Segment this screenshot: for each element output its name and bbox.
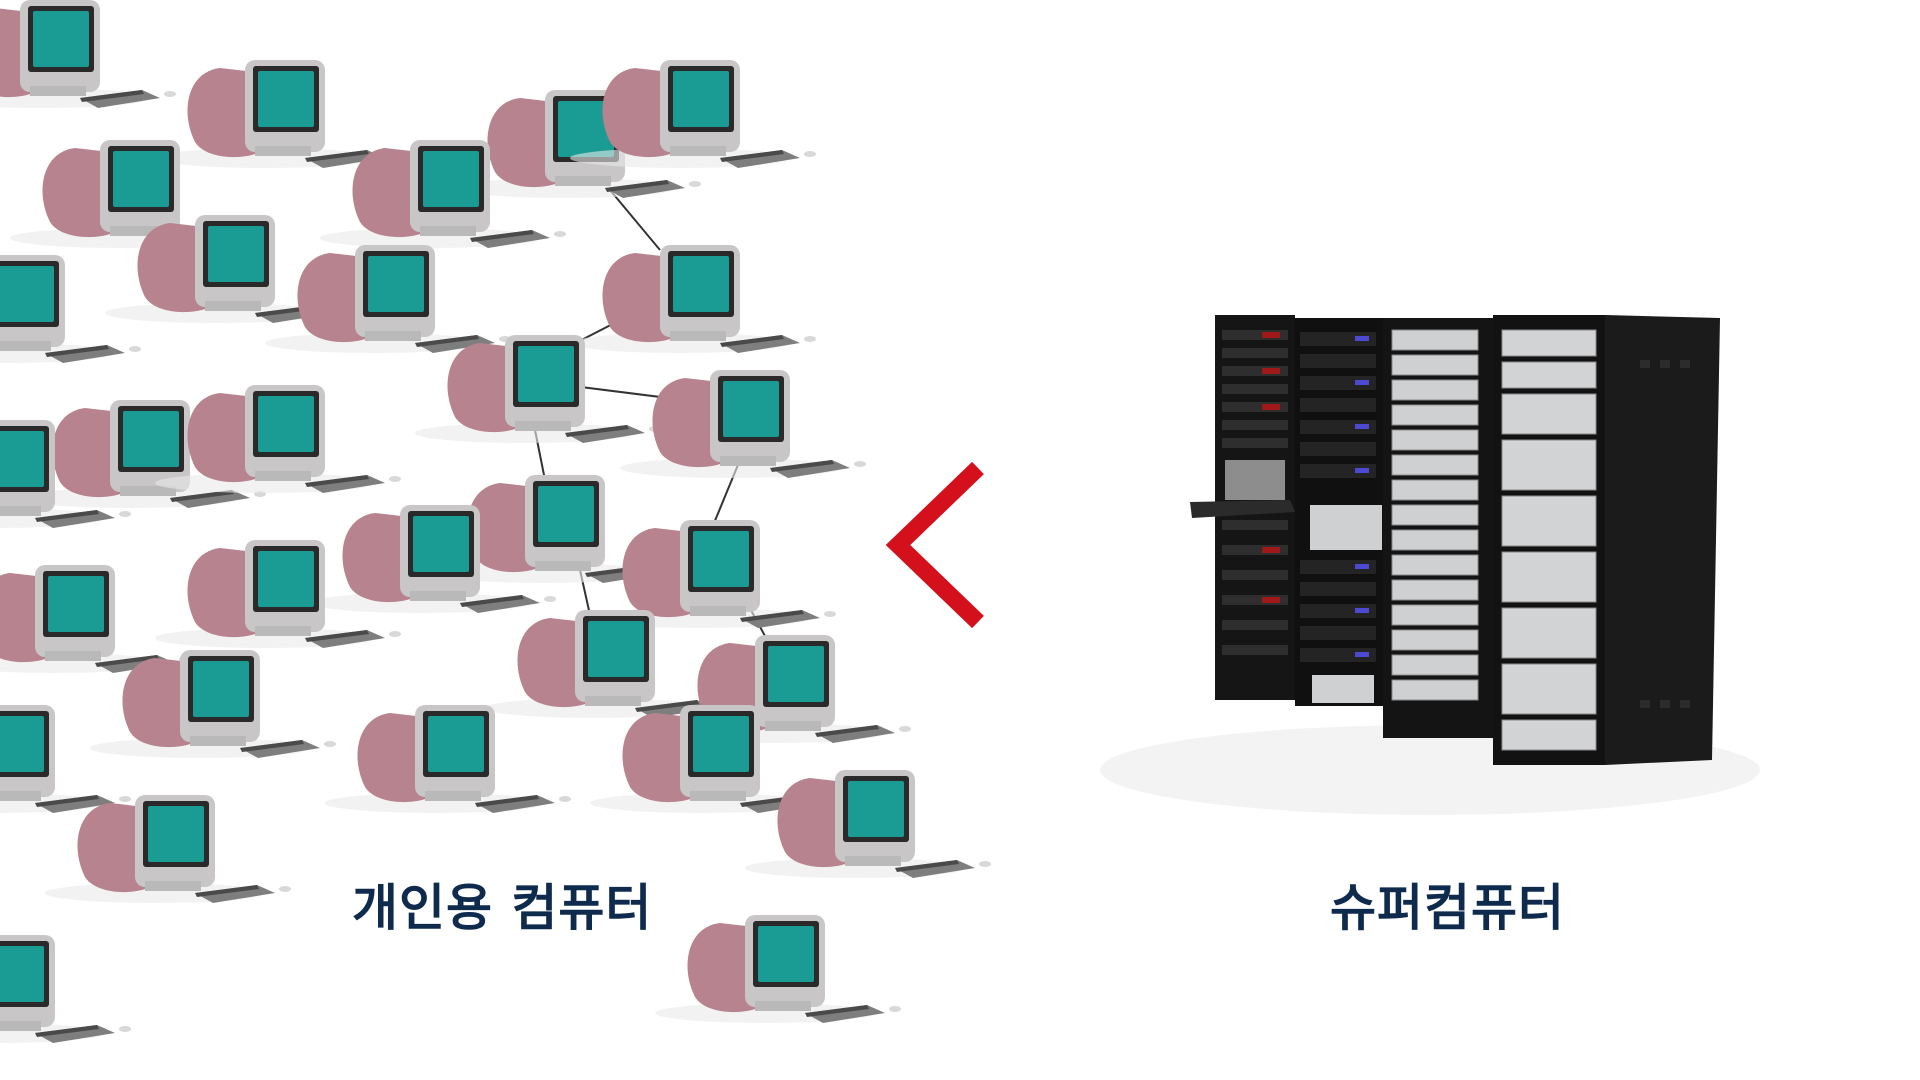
pc-27	[45, 795, 291, 903]
pc-8	[265, 245, 511, 353]
pc-29	[0, 935, 131, 1043]
pc-28	[745, 770, 991, 878]
pc-25	[325, 705, 571, 813]
pc-9	[570, 245, 816, 353]
pc-24	[0, 705, 131, 813]
supercomputer-rack-icon	[1100, 315, 1760, 815]
pc-2	[155, 60, 401, 168]
less-than-icon	[885, 461, 984, 629]
pc-4	[570, 60, 816, 168]
pc-14	[155, 385, 401, 493]
pc-12	[620, 370, 866, 478]
personal-computer-label: 개인용 컴퓨터	[352, 879, 653, 937]
pc-30	[655, 915, 901, 1023]
pc-1	[0, 0, 176, 108]
supercomputer-label: 슈퍼컴퓨터	[1330, 879, 1565, 937]
pc-20	[0, 565, 191, 673]
